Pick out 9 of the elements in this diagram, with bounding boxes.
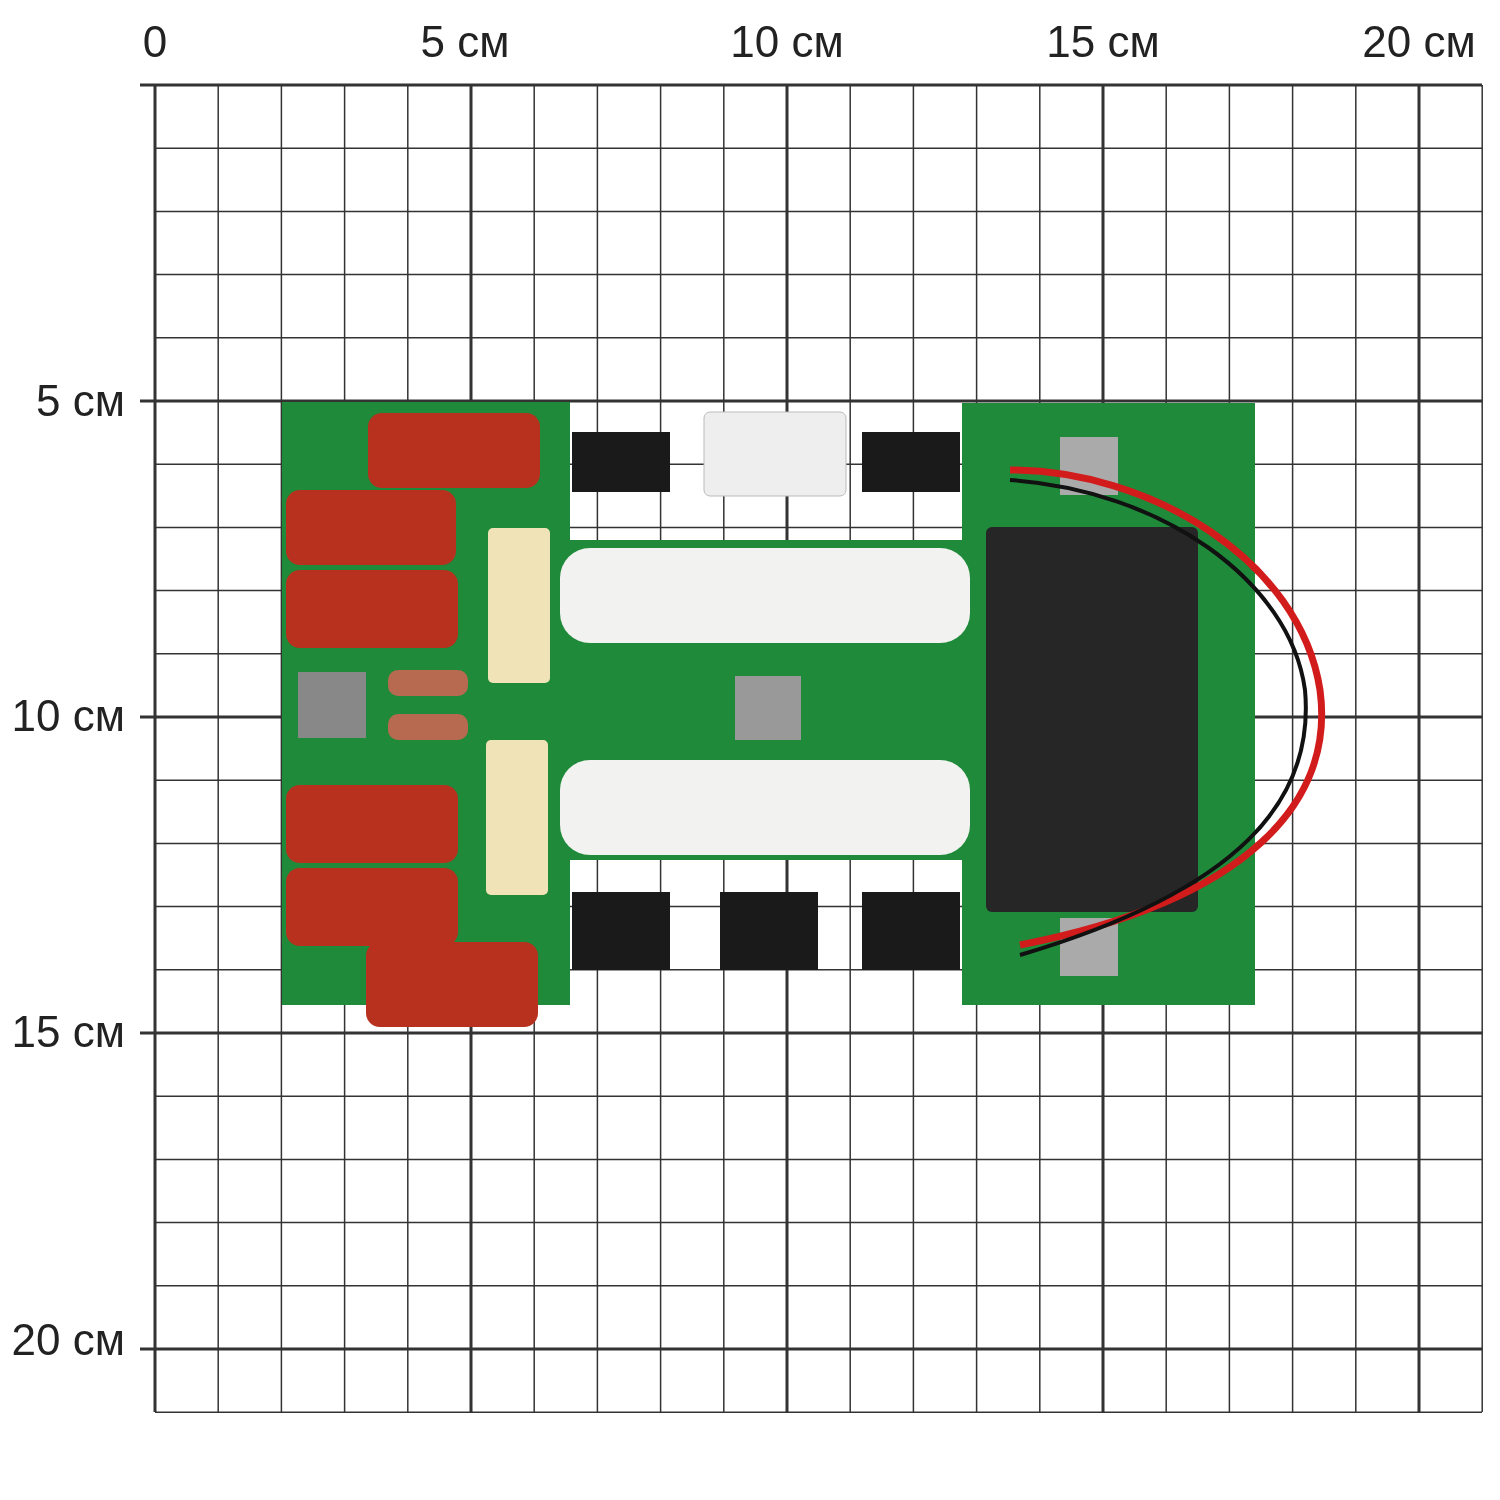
scale-label: 10 см (730, 20, 844, 64)
scale-label: 15 см (11, 1010, 125, 1054)
scale-label: 10 см (11, 694, 125, 738)
scale-label: 15 см (1046, 20, 1160, 64)
scale-label: 0 (142, 20, 168, 64)
scale-label: 5 см (420, 20, 510, 64)
scale-label: 20 см (1362, 20, 1476, 64)
scale-label: 20 см (11, 1318, 125, 1362)
scale-label: 5 см (36, 379, 125, 423)
